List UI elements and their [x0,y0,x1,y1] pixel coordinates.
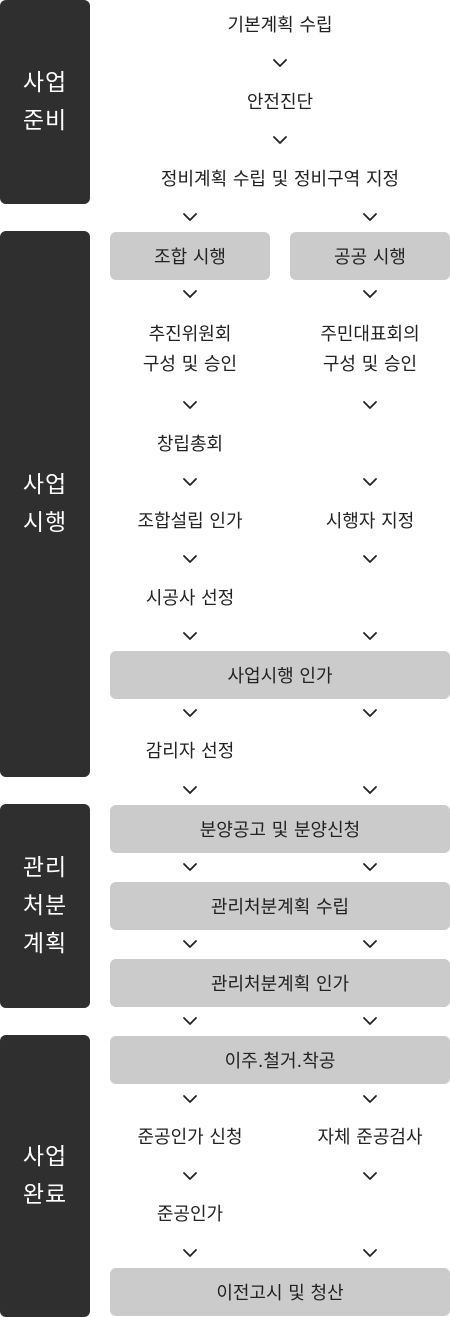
stage-done: 사업 완료 [0,1035,90,1317]
step-completion-approval: 준공인가 [156,1204,224,1225]
box-public-exec-label: 공공 시행 [334,247,406,268]
chevron-down-icon [180,707,200,719]
chevron-down-icon [180,1247,200,1259]
chevron-down-icon [180,861,200,873]
step-basic-plan: 기본계획 수립 [227,15,333,36]
chevron-down-icon [360,476,380,488]
box-relocation: 이주.철거.착공 [110,1036,450,1084]
chevron-down-icon [360,211,380,223]
chevron-down-icon [360,1093,380,1105]
step-safety-check: 안전진단 [246,92,314,113]
chevron-down-icon [360,1015,380,1027]
step-residents-council: 주민대표회의 구성 및 승인 [320,324,420,375]
chevron-down-icon [180,476,200,488]
chevron-down-icon [180,1093,200,1105]
box-transfer-notice: 이전고시 및 청산 [110,1268,450,1316]
chevron-down-icon [360,707,380,719]
stage-exec: 사업 시행 [0,231,90,777]
chevron-down-icon [180,553,200,565]
chevron-down-icon [180,1015,200,1027]
step-union-approval: 조합설립 인가 [137,511,243,532]
chevron-down-icon [360,399,380,411]
chevron-down-icon [180,288,200,300]
chevron-down-icon [360,1247,380,1259]
box-sale-notice-label: 분양공고 및 분양신청 [199,820,361,841]
box-project-approval: 사업시행 인가 [110,651,450,699]
box-project-approval-label: 사업시행 인가 [227,666,333,687]
stage-label-mgmt: 관리 처분 계획 [22,855,68,957]
chevron-down-icon [360,630,380,642]
chevron-down-icon [180,211,200,223]
chevron-down-icon [180,399,200,411]
step-completion-request: 준공인가 신청 [137,1127,243,1148]
chevron-down-icon [360,553,380,565]
chevron-down-icon [180,630,200,642]
chevron-down-icon [270,134,290,146]
stage-label-done: 사업 완료 [22,1144,68,1208]
box-public-exec: 공공 시행 [290,232,450,280]
step-founding-meeting: 창립총회 [156,434,224,455]
step-committee: 추진위원회 구성 및 승인 [142,324,238,375]
box-relocation-label: 이주.철거.착공 [224,1051,336,1072]
stage-label-exec: 사업 시행 [22,472,68,536]
box-union-exec-label: 조합 시행 [154,247,226,268]
box-disposal-plan-label: 관리처분계획 수립 [210,897,350,918]
stage-prep: 사업 준비 [0,0,90,204]
box-union-exec: 조합 시행 [110,232,270,280]
chevron-down-icon [270,57,290,69]
chevron-down-icon [180,1170,200,1182]
stage-label-prep: 사업 준비 [22,70,68,134]
chevron-down-icon [360,1170,380,1182]
chevron-down-icon [180,784,200,796]
box-sale-notice: 분양공고 및 분양신청 [110,805,450,853]
chevron-down-icon [180,938,200,950]
step-operator-designation: 시행자 지정 [325,511,415,532]
step-self-inspection: 자체 준공검사 [317,1127,423,1148]
chevron-down-icon [360,938,380,950]
chevron-down-icon [360,861,380,873]
step-contractor-selection: 시공사 선정 [145,588,235,609]
step-supervisor-selection: 감리자 선정 [145,741,235,762]
box-disposal-plan: 관리처분계획 수립 [110,882,450,930]
chevron-down-icon [360,784,380,796]
box-transfer-notice-label: 이전고시 및 청산 [216,1283,344,1304]
box-disposal-approval-label: 관리처분계획 인가 [210,974,350,995]
chevron-down-icon [360,288,380,300]
step-zone-plan: 정비계획 수립 및 정비구역 지정 [160,169,400,190]
stage-mgmt: 관리 처분 계획 [0,804,90,1008]
box-disposal-approval: 관리처분계획 인가 [110,959,450,1007]
